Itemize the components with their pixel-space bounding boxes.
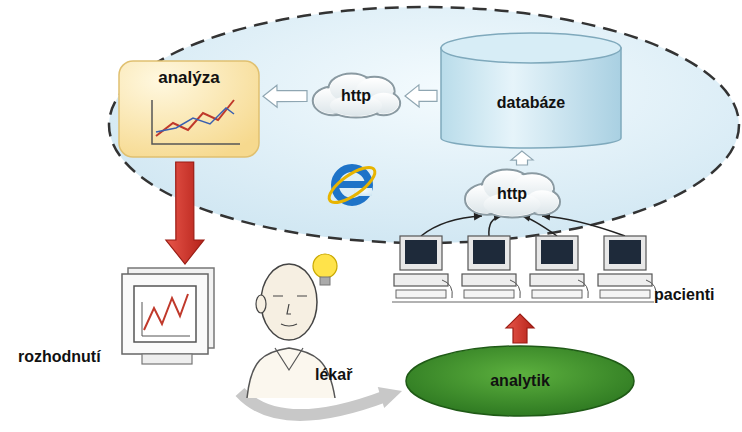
label-holder: lékař	[315, 366, 352, 384]
connector	[166, 162, 204, 264]
database-cylinder: databáze	[440, 32, 622, 148]
upload-line	[421, 216, 482, 236]
dashed-region	[109, 7, 739, 243]
browser-logo	[324, 161, 380, 208]
connector	[405, 85, 437, 107]
block-arrow	[511, 151, 533, 165]
label-holder: rozhodnutí	[18, 348, 101, 366]
node-label: pacienti	[654, 286, 714, 303]
connector	[506, 314, 534, 343]
label-holder: pacienti	[654, 286, 714, 304]
upload-line	[542, 216, 625, 236]
node-label: databáze	[497, 94, 565, 112]
node-label: analytik	[490, 372, 550, 390]
block-arrow	[263, 85, 307, 107]
doctor-figure: lékař	[245, 248, 365, 398]
connector	[263, 85, 307, 107]
arrow-head	[378, 387, 402, 408]
node-label: http	[341, 87, 371, 105]
connector	[511, 151, 533, 165]
node-label: http	[497, 185, 527, 203]
block-arrow	[405, 85, 437, 107]
http-cloud: http	[462, 168, 562, 220]
cyl-shape	[440, 32, 622, 148]
node-label: rozhodnutí	[18, 348, 101, 365]
patient-computers: pacienti	[392, 228, 712, 312]
node-label: analýza	[158, 68, 219, 88]
node-label: lékař	[315, 366, 352, 383]
block-arrow	[166, 162, 204, 264]
analyst-ellipse: analytik	[405, 345, 635, 417]
decision-monitor: rozhodnutí	[18, 268, 218, 380]
http-cloud: http	[310, 72, 402, 120]
block-arrow	[506, 314, 534, 343]
analysis-box: analýza	[118, 60, 260, 158]
